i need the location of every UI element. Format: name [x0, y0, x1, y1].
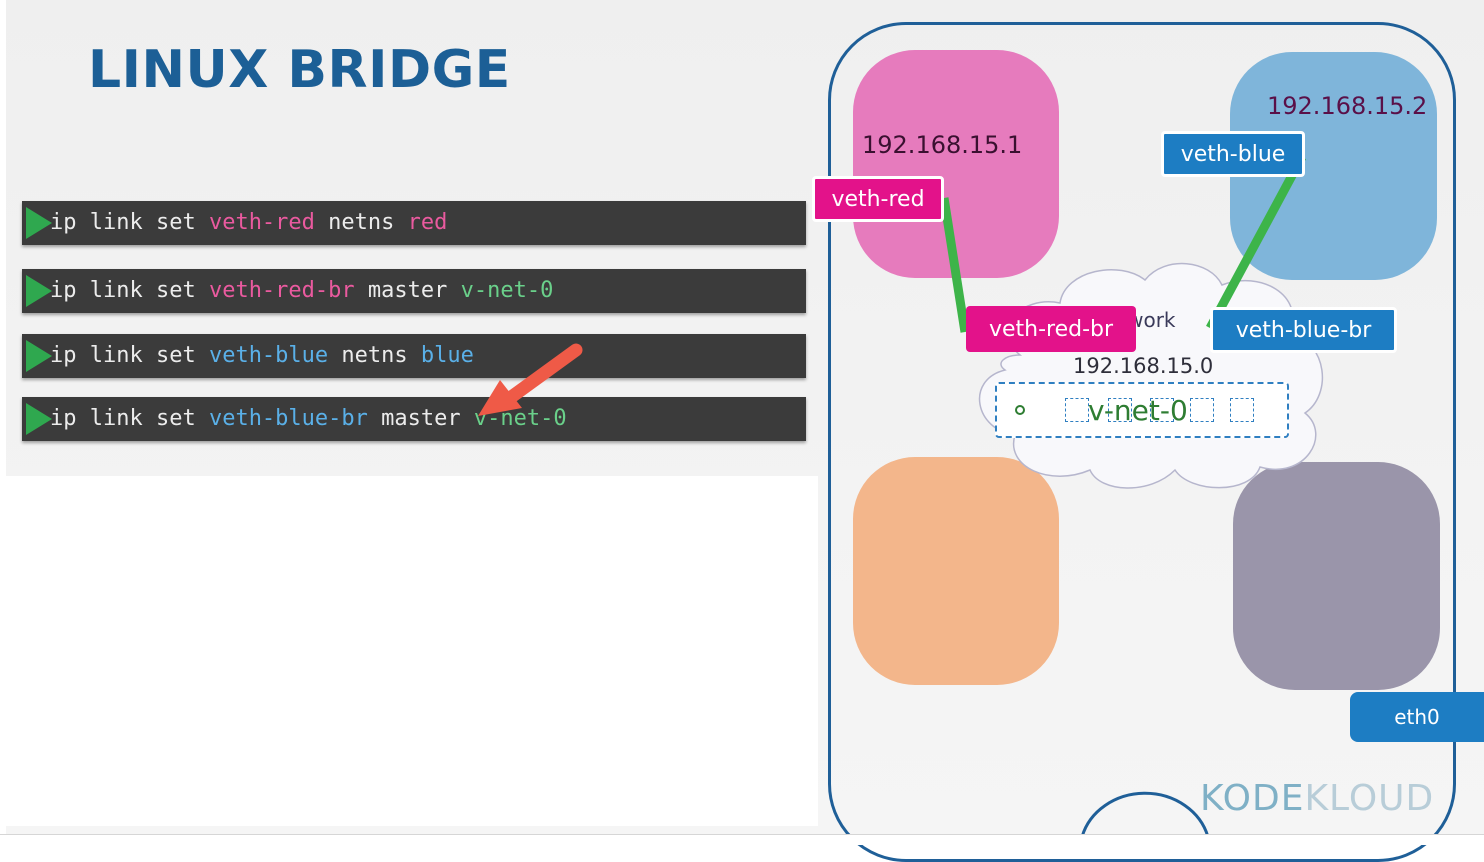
command-keyword: ip link set	[50, 343, 209, 368]
command-keyword: ip link set	[50, 210, 209, 235]
red-namespace-ip: 192.168.15.1	[862, 131, 1023, 159]
command-interface: veth-red	[208, 210, 315, 235]
slide-title: LINUX BRIDGE	[88, 40, 511, 100]
veth-cables	[939, 154, 1306, 333]
command-namespace: blue	[420, 343, 474, 368]
command-line-2: ip link set veth-red-br master v-net-0	[22, 269, 806, 313]
host-nic-arc	[1080, 791, 1210, 837]
switch-port-icon	[1065, 398, 1089, 422]
command-keyword: ip link set	[50, 278, 209, 303]
bridge-label: v-net-0	[1088, 394, 1188, 427]
logo-part-kloud: KLOUD	[1304, 778, 1435, 819]
bottom-strip	[0, 834, 1484, 845]
highlight-arrow-icon	[478, 343, 583, 416]
command-interface: veth-blue	[208, 343, 329, 368]
veth-blue-br-interface: veth-blue-br	[1210, 307, 1397, 353]
command-bridge: v-net-0	[460, 278, 554, 303]
command-keyword: ip link set	[50, 406, 209, 431]
veth-red-interface: veth-red	[812, 176, 944, 222]
blue-veth-cable	[1206, 154, 1306, 331]
left-border	[0, 0, 6, 844]
command-keyword: netns	[328, 343, 421, 368]
blue-namespace-ip: 192.168.15.2	[1267, 92, 1428, 120]
logo-part-kode: KODE	[1200, 778, 1305, 819]
play-icon	[26, 207, 52, 239]
command-text: ip link set veth-red netns red	[50, 210, 447, 235]
switch-port-icon	[1150, 398, 1174, 422]
gray-namespace	[1233, 462, 1440, 690]
subnet-label: 192.168.15.0	[1073, 354, 1214, 378]
veth-blue-interface: veth-blue	[1161, 131, 1305, 177]
play-icon	[26, 403, 52, 435]
switch-port-icon	[1230, 398, 1254, 422]
port-led-icon	[1015, 405, 1025, 415]
veth-red-br-interface: veth-red-br	[966, 306, 1136, 352]
command-namespace: red	[407, 210, 448, 235]
red-namespace	[853, 50, 1059, 278]
orange-namespace	[853, 457, 1059, 685]
command-interface: veth-red-br	[208, 278, 355, 303]
command-line-3: ip link set veth-blue netns blue	[22, 334, 806, 378]
bridge-switch	[995, 382, 1289, 438]
blank-panel	[6, 476, 818, 826]
command-text: ip link set veth-red-br master v-net-0	[50, 278, 553, 303]
play-icon	[26, 340, 52, 372]
eth0-interface: eth0	[1350, 692, 1484, 742]
play-icon	[26, 275, 52, 307]
command-line-4: ip link set veth-blue-br master v-net-0	[22, 397, 806, 441]
command-keyword: netns	[314, 210, 408, 235]
red-veth-cable	[939, 197, 970, 333]
command-keyword: master	[354, 278, 461, 303]
command-interface: veth-blue-br	[208, 406, 368, 431]
command-keyword: master	[367, 406, 474, 431]
command-line-1: ip link set veth-red netns red	[22, 201, 806, 245]
command-text: ip link set veth-blue netns blue	[50, 343, 474, 368]
switch-port-icon	[1108, 398, 1132, 422]
switch-port-icon	[1190, 398, 1214, 422]
kodekloud-logo: KODEKLOUD	[1200, 778, 1434, 819]
command-text: ip link set veth-blue-br master v-net-0	[50, 406, 567, 431]
